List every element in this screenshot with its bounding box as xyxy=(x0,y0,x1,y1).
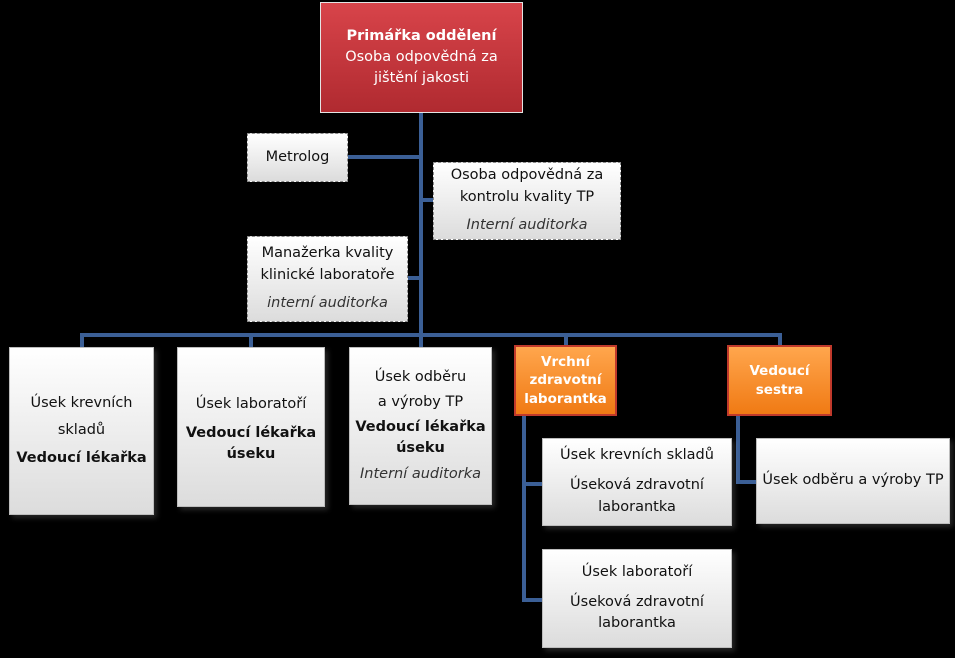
subunit-collection-box: Úsek odběru a výroby TP xyxy=(756,438,950,524)
qc-person-box: Osoba odpovědná za kontrolu kvality TP I… xyxy=(433,162,621,240)
connector-horizontal-bus xyxy=(80,333,782,337)
head-physician-box: Primářka oddělení Osoba odpovědná za jiš… xyxy=(320,2,523,113)
unit-blood-stores-box: Úsek krevních skladů Vedoucí lékařka xyxy=(9,347,154,515)
quality-manager-line2: klinické laboratoře xyxy=(260,267,395,284)
quality-manager-box: Manažerka kvality klinické laboratoře in… xyxy=(247,236,408,322)
connector-drop-3 xyxy=(419,333,423,347)
unit-collection-title2: a výroby TP xyxy=(377,393,464,410)
unit-collection-head2: úseku xyxy=(396,440,445,456)
connector-sub2 xyxy=(522,598,542,602)
quality-manager-role: interní auditorka xyxy=(267,294,388,311)
head-nurse-line1: Vedoucí xyxy=(749,363,810,380)
metrolog-box: Metrolog xyxy=(247,133,348,182)
subunit-collection-title: Úsek odběru a výroby TP xyxy=(762,472,944,489)
head-nurse-box: Vedoucí sestra xyxy=(727,345,832,416)
qc-person-role: Interní auditorka xyxy=(466,216,588,233)
connector-drop-1 xyxy=(80,333,84,347)
subunit-blood-stores-title: Úsek krevních skladů xyxy=(560,447,714,464)
subunit-blood-stores-role1: Úseková zdravotní xyxy=(570,477,704,494)
connector-metrolog xyxy=(348,155,421,159)
quality-manager-line1: Manažerka kvality xyxy=(261,245,394,262)
connector-drop-4 xyxy=(564,333,568,345)
unit-collection-role: Interní auditorka xyxy=(360,466,481,483)
head-physician-role-line2: jištění jakosti xyxy=(374,70,469,86)
unit-blood-stores-title1: Úsek krevních xyxy=(30,394,133,411)
chief-lab-technician-line1: Vrchní xyxy=(541,354,590,371)
head-physician-role-line1: Osoba odpovědná za xyxy=(345,48,498,65)
head-physician-title: Primářka oddělení xyxy=(346,27,497,44)
connector-sub1 xyxy=(522,482,542,486)
subunit-blood-stores-box: Úsek krevních skladů Úseková zdravotní l… xyxy=(542,438,732,526)
unit-collection-box: Úsek odběru a výroby TP Vedoucí lékařka … xyxy=(349,347,492,505)
unit-collection-head1: Vedoucí lékařka xyxy=(355,418,486,435)
subunit-blood-stores-role2: laborantka xyxy=(598,498,676,515)
connector-trunk xyxy=(419,112,423,338)
unit-blood-stores-title2: skladů xyxy=(57,422,106,439)
connector-drop-5 xyxy=(778,333,782,345)
chief-lab-technician-box: Vrchní zdravotní laborantka xyxy=(514,345,617,416)
unit-laboratories-head1: Vedoucí lékařka xyxy=(185,425,317,442)
qc-person-line1: Osoba odpovědná za xyxy=(450,167,604,184)
connector-chief-vertical xyxy=(522,416,526,602)
connector-qm xyxy=(407,276,421,280)
connector-nurse-vertical xyxy=(736,416,740,484)
metrolog-label: Metrolog xyxy=(265,148,330,165)
subunit-laboratories-title: Úsek laboratoří xyxy=(581,563,693,580)
chief-lab-technician-line3: laborantka xyxy=(524,390,607,407)
connector-qc xyxy=(421,198,434,202)
unit-collection-title1: Úsek odběru xyxy=(374,368,467,385)
subunit-laboratories-box: Úsek laboratoří Úseková zdravotní labora… xyxy=(542,549,732,648)
unit-blood-stores-head: Vedoucí lékařka xyxy=(16,449,147,466)
unit-laboratories-head2: úseku xyxy=(226,446,276,463)
chief-lab-technician-line2: zdravotní xyxy=(529,372,602,389)
qc-person-line2: kontrolu kvality TP xyxy=(459,189,595,206)
connector-sub3 xyxy=(736,480,756,484)
head-nurse-line2: sestra xyxy=(755,381,804,398)
unit-laboratories-box: Úsek laboratoří Vedoucí lékařka úseku xyxy=(177,347,325,507)
subunit-laboratories-role2: laborantka xyxy=(598,615,676,632)
subunit-laboratories-role1: Úseková zdravotní xyxy=(570,593,704,610)
connector-drop-2 xyxy=(249,333,253,347)
unit-laboratories-title: Úsek laboratoří xyxy=(195,396,307,412)
